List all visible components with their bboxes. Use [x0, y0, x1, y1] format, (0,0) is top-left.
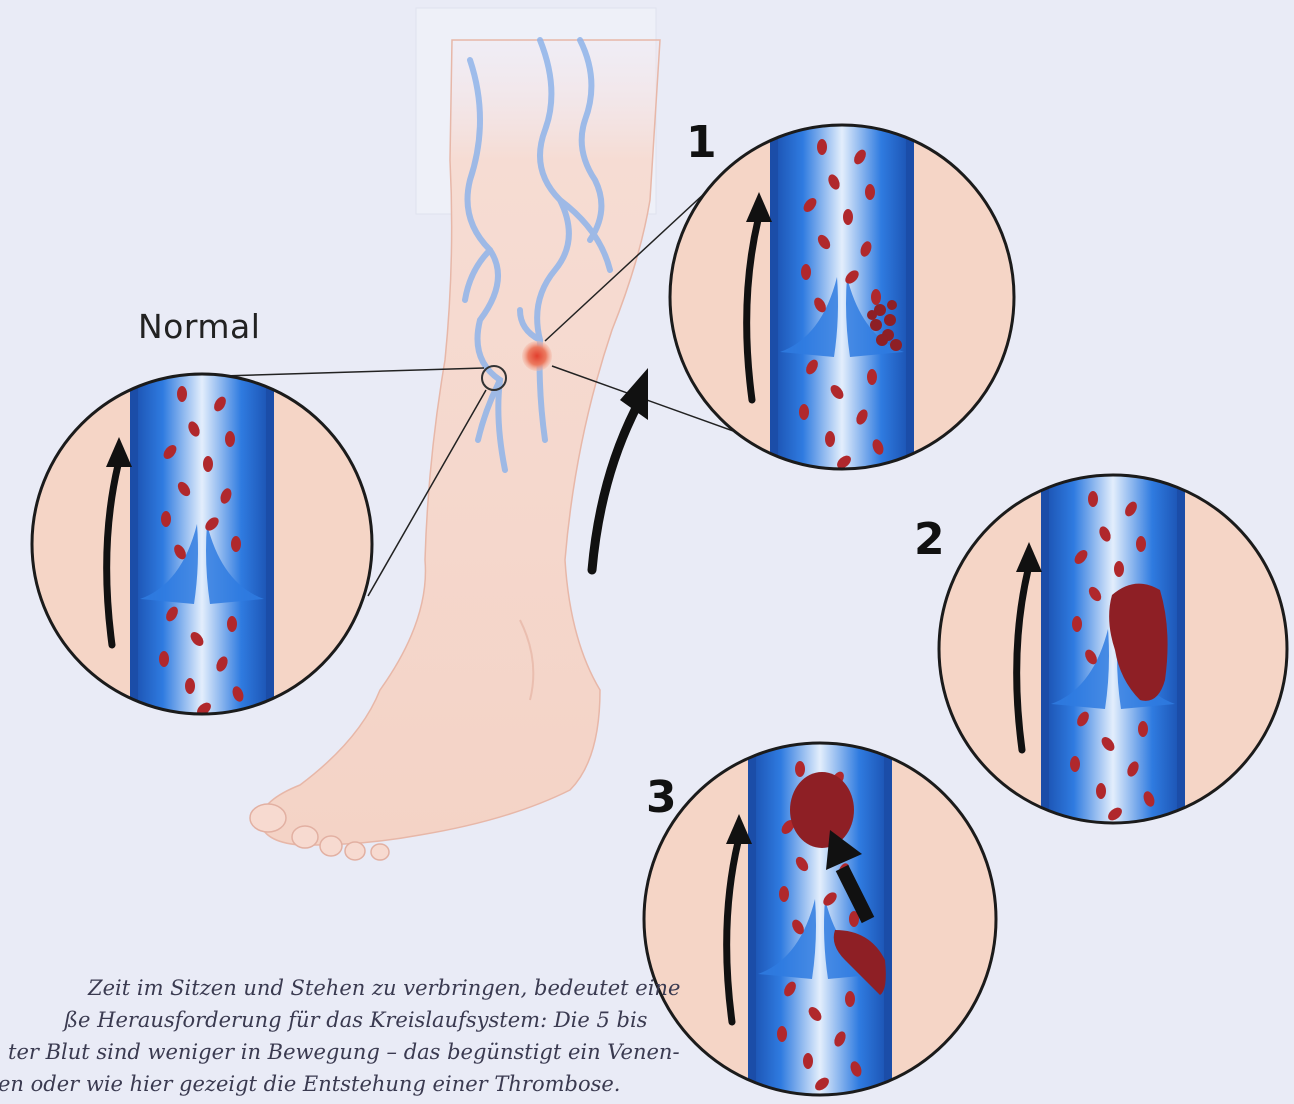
thrombosis-marker	[522, 341, 552, 371]
step-number-1: 1	[686, 117, 717, 168]
step-number-3: 3	[646, 772, 677, 823]
leg-flow-arrow	[592, 368, 648, 570]
caption-line: ter Blut sind weniger in Bewegung – das …	[0, 1036, 698, 1068]
label-normal: Normal	[138, 307, 260, 346]
caption-line: ße Herausforderung für das Kreislaufsyst…	[0, 1004, 698, 1036]
step-number-2: 2	[914, 514, 945, 565]
caption-line: Zeit im Sitzen und Stehen zu verbringen,…	[0, 972, 698, 1004]
zoom-circle-normal	[2, 344, 402, 744]
caption-text: Zeit im Sitzen und Stehen zu verbringen,…	[0, 972, 698, 1100]
zoom-circle-step2	[913, 449, 1294, 849]
caption-line: en oder wie hier gezeigt die Entstehung …	[0, 1068, 698, 1100]
